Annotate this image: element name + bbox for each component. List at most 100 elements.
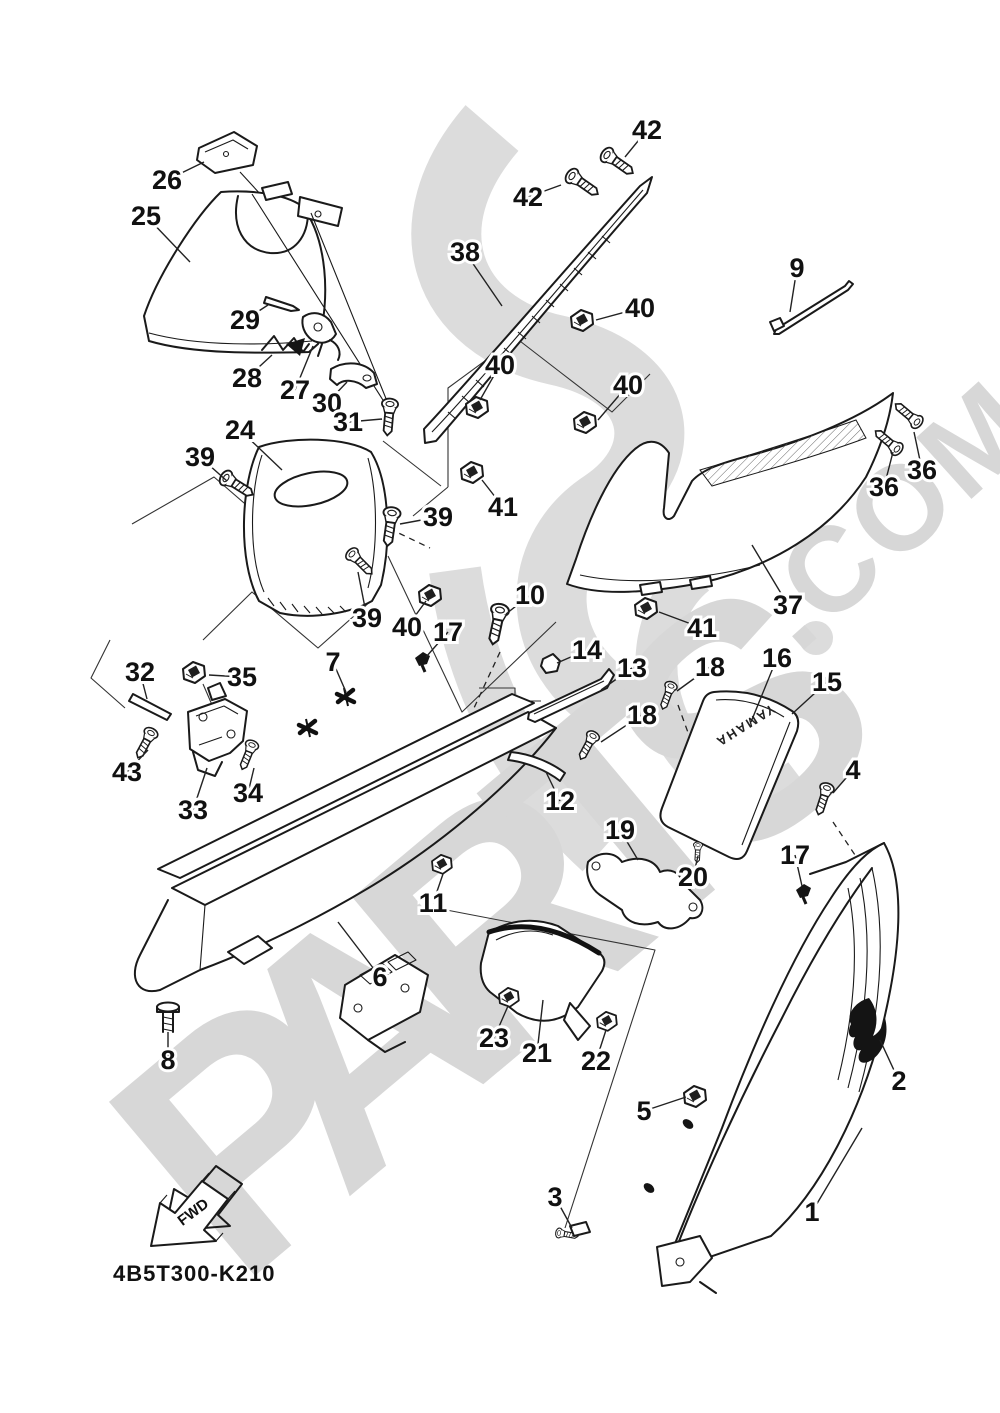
watermark-dot	[799, 621, 833, 655]
callout-label-35: 35	[227, 662, 257, 692]
callout-label-12: 12	[545, 786, 575, 816]
callout-leader-32	[139, 671, 148, 700]
part-6-inner-side-cover	[133, 693, 557, 1053]
callout-leader-37	[751, 544, 789, 606]
callout-leader-34	[247, 767, 255, 794]
callout-leader-1	[811, 1127, 863, 1213]
callout-label-39: 39	[185, 442, 215, 472]
screw-31	[378, 397, 400, 437]
callout-label-4: 4	[845, 755, 860, 785]
callout-leader-15	[791, 681, 828, 715]
callout-label-34: 34	[233, 778, 263, 808]
clip-41-left	[460, 461, 484, 484]
callout-label-6: 6	[372, 962, 387, 992]
callout-leader-12	[545, 771, 561, 802]
callout-label-21: 21	[522, 1038, 552, 1068]
callout-leader-6	[337, 921, 381, 978]
clip-35	[182, 661, 206, 684]
callout-leader-25	[145, 215, 191, 263]
callout-label-22: 22	[581, 1046, 611, 1076]
callout-label-33: 33	[178, 795, 208, 825]
callout-leader-4	[832, 769, 854, 794]
callout-label-10: 10	[515, 580, 545, 610]
callout-leader-43	[126, 749, 149, 773]
callout-leader-21	[536, 999, 544, 1054]
callout-label-36: 36	[907, 455, 937, 485]
callout-label-16: 16	[762, 643, 792, 673]
part-27-lock-lever	[301, 312, 341, 361]
screw-42-top	[597, 144, 639, 181]
part-2-emblem-graphic	[848, 998, 887, 1063]
callout-leader-16	[750, 657, 778, 723]
callout-label-28: 28	[232, 363, 262, 393]
callout-leader-41	[658, 611, 703, 629]
part-8-flanged-bolt	[156, 1001, 180, 1033]
callout-leader-3	[554, 1196, 573, 1229]
callout-leader-42	[624, 129, 648, 158]
part-25-leg-shield-panel	[143, 181, 392, 412]
callout-leader-17	[425, 631, 449, 658]
callout-label-26: 26	[152, 165, 182, 195]
callout-label-3: 3	[547, 1182, 562, 1212]
callout-label-41: 41	[488, 492, 518, 522]
callout-leader-26	[166, 161, 205, 181]
callout-label-11: 11	[419, 888, 448, 918]
callout-leader-19	[619, 829, 639, 861]
callout-leader-28	[246, 354, 273, 379]
callout-leader-18	[600, 714, 643, 743]
callout-leader-17	[794, 854, 803, 887]
callout-leader-30	[326, 381, 348, 404]
callout-leader-2	[879, 1039, 900, 1082]
callout-label-42: 42	[513, 182, 543, 212]
part-19-bracket	[586, 852, 704, 930]
callout-label-17: 17	[433, 617, 463, 647]
callout-label-38: 38	[450, 237, 480, 267]
callout-label-7: 7	[325, 647, 340, 677]
callout-leader-20	[692, 855, 699, 878]
part-30-hinge-arm	[329, 362, 378, 389]
callout-leader-39	[199, 456, 228, 482]
callout-leader-9	[789, 267, 798, 313]
part-14-bracket	[540, 653, 561, 674]
callout-label-36: 36	[869, 472, 899, 502]
part-38-upper-trim-strip	[423, 176, 653, 444]
part-26-lid	[196, 131, 263, 197]
callout-leader-35	[208, 674, 243, 678]
callout-label-25: 25	[131, 201, 161, 231]
callout-label-31: 31	[333, 407, 363, 437]
callout-label-39: 39	[352, 603, 382, 633]
callout-leader-38	[464, 251, 503, 307]
clip-40-c	[573, 411, 597, 434]
damper-7-b	[299, 719, 316, 737]
part-29-pin	[263, 296, 300, 312]
callout-leader-36	[913, 431, 923, 471]
callout-leader-22	[595, 1029, 607, 1062]
part-24-center-shroud	[242, 438, 389, 617]
callout-label-8: 8	[160, 1045, 175, 1075]
callout-label-14: 14	[572, 635, 602, 665]
callout-label-30: 30	[312, 388, 342, 418]
callout-leader-41	[481, 479, 504, 508]
callout-label-40: 40	[613, 370, 643, 400]
part-37-side-panel-upper	[566, 392, 894, 596]
callout-label-40: 40	[392, 612, 422, 642]
callout-label-24: 24	[225, 415, 255, 445]
callout-label-43: 43	[112, 757, 142, 787]
callout-label-20: 20	[678, 862, 708, 892]
callout-label-40: 40	[625, 293, 655, 323]
callout-label-40: 40	[485, 350, 515, 380]
screw-42-left	[562, 165, 604, 202]
part-28-spring	[261, 335, 310, 356]
part-13-trim-strip	[527, 668, 615, 723]
callout-label-37: 37	[773, 590, 803, 620]
callout-leader-40	[479, 364, 501, 401]
callout-label-18: 18	[627, 700, 657, 730]
callout-leader-23	[493, 1005, 509, 1039]
callout-leader-5	[643, 1096, 687, 1112]
clip-3	[569, 1221, 591, 1237]
callout-label-27: 27	[280, 375, 310, 405]
callout-label-29: 29	[230, 305, 260, 335]
